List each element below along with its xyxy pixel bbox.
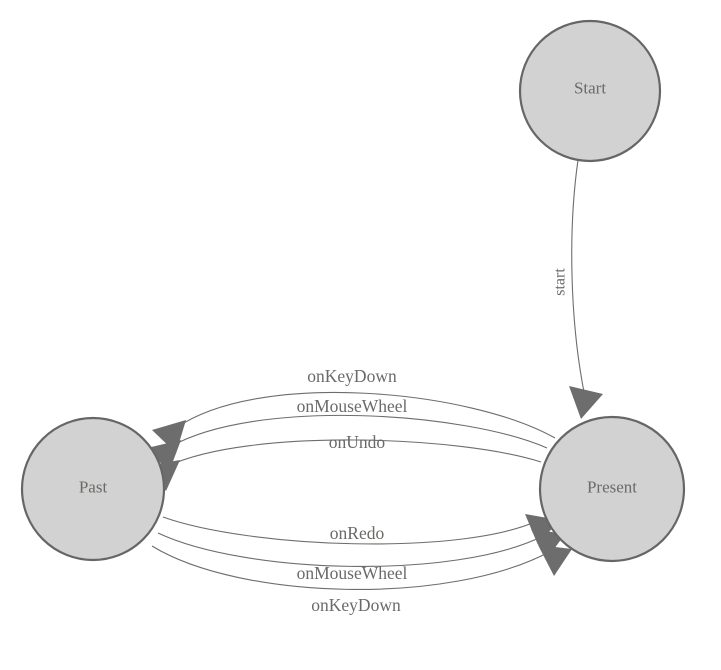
edge-start-present-arrowhead bbox=[569, 386, 603, 419]
edge-past-present-keydown-arrowhead bbox=[538, 545, 572, 576]
edge-present-past-keydown-path bbox=[175, 391, 556, 439]
node-past-circle bbox=[20, 416, 166, 562]
edge-present-past-undo[interactable]: onUndo bbox=[146, 432, 542, 491]
edge-past-present-redo[interactable]: onRedo bbox=[162, 514, 559, 545]
edge-past-present-keydown[interactable]: onKeyDown bbox=[151, 545, 572, 615]
edge-past-present-keydown-label: onKeyDown bbox=[311, 595, 401, 615]
node-present-circle bbox=[538, 415, 686, 563]
edge-past-present-mousewheel-path bbox=[157, 532, 544, 568]
edge-present-past-mousewheel-label: onMouseWheel bbox=[297, 396, 408, 416]
edge-past-present-redo-label: onRedo bbox=[330, 523, 385, 543]
edge-present-past-undo-label: onUndo bbox=[329, 432, 386, 452]
node-past[interactable]: Past bbox=[20, 416, 166, 562]
edge-past-present-keydown-path bbox=[151, 545, 552, 591]
edge-past-present-mousewheel[interactable]: onMouseWheel bbox=[157, 529, 565, 583]
edge-past-present-mousewheel-arrowhead bbox=[531, 529, 565, 560]
node-present-label: Present bbox=[587, 478, 637, 497]
edge-present-past-mousewheel-arrowhead bbox=[147, 440, 181, 472]
node-start-circle bbox=[518, 19, 662, 163]
edge-present-past-mousewheel-path bbox=[169, 414, 548, 449]
edge-present-past-mousewheel[interactable]: onMouseWheel bbox=[147, 396, 548, 472]
edge-present-past-undo-path bbox=[167, 439, 542, 467]
edge-past-present-redo-path bbox=[162, 516, 538, 545]
edge-present-past-keydown-label: onKeyDown bbox=[307, 366, 397, 386]
edge-start-present-label: start bbox=[552, 268, 569, 296]
node-past-label: Past bbox=[79, 478, 108, 497]
edge-start-present-path bbox=[571, 159, 585, 393]
edge-start-present[interactable]: start bbox=[552, 159, 604, 419]
node-start[interactable]: Start bbox=[518, 19, 662, 163]
node-start-label: Start bbox=[574, 79, 606, 98]
node-present[interactable]: Present bbox=[538, 415, 686, 563]
edge-past-present-mousewheel-label: onMouseWheel bbox=[297, 563, 408, 583]
